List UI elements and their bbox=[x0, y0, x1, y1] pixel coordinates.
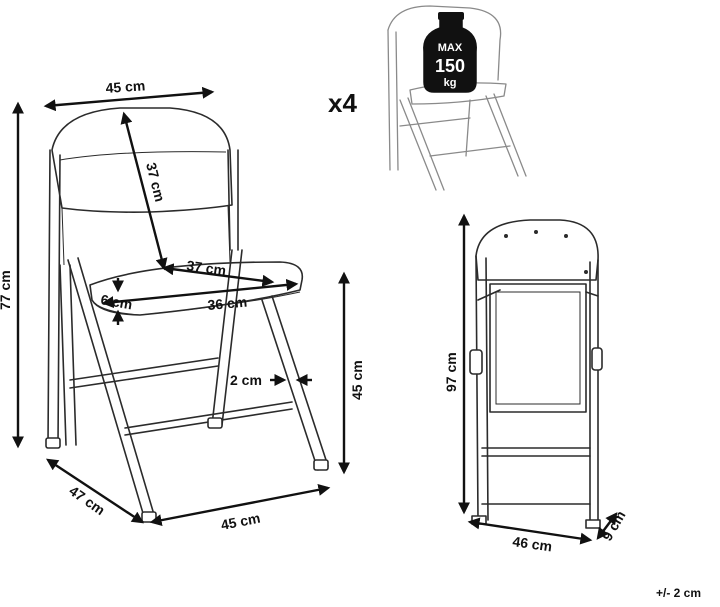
main-chair-dimension-lines bbox=[12, 86, 350, 527]
chair-rear-leg-right bbox=[261, 295, 329, 471]
label-seat-thickness: 6 cm bbox=[99, 291, 133, 312]
folded-chair-drawing bbox=[469, 219, 603, 529]
dim-line-backrest-height bbox=[120, 111, 168, 271]
label-depth: 47 cm bbox=[66, 482, 108, 518]
dim-line-seat-width bbox=[101, 278, 299, 309]
weight-icon bbox=[423, 12, 477, 93]
chair-back-frame-left bbox=[47, 149, 61, 446]
max-load-unit: kg bbox=[444, 77, 457, 89]
label-seat-depth: 37 cm bbox=[186, 257, 228, 278]
label-width-top: 45 cm bbox=[105, 77, 146, 96]
dim-line-folded-width bbox=[467, 517, 593, 545]
chair-backrest bbox=[51, 107, 233, 213]
label-folded-height: 97 cm bbox=[443, 352, 459, 392]
label-folded-width: 46 cm bbox=[512, 533, 554, 554]
chair-back-leg-left bbox=[59, 264, 77, 446]
dim-line-width-bottom bbox=[149, 483, 331, 527]
folded-chair-dimension-lines bbox=[458, 213, 618, 545]
dim-line-width-top bbox=[43, 86, 215, 112]
tolerance-note: +/- 2 cm bbox=[656, 586, 701, 600]
label-seat-height: 45 cm bbox=[349, 360, 365, 400]
dim-line-folded-thickness bbox=[596, 512, 618, 540]
main-chair-drawing bbox=[45, 107, 329, 523]
label-folded-thickness: 9 cm bbox=[599, 508, 629, 544]
max-load-label: MAX bbox=[438, 42, 463, 54]
label-width-bottom: 45 cm bbox=[220, 510, 262, 533]
label-total-height: 77 cm bbox=[0, 270, 13, 310]
label-leg-offset: 2 cm bbox=[230, 372, 262, 388]
label-seat-width: 36 cm bbox=[207, 294, 248, 313]
dim-line-depth bbox=[45, 458, 145, 524]
chair-back-frame-right bbox=[227, 149, 239, 251]
quantity-label: x4 bbox=[328, 88, 357, 118]
max-load-value: 150 bbox=[435, 56, 465, 76]
chair-crossbar-upper bbox=[69, 357, 219, 389]
